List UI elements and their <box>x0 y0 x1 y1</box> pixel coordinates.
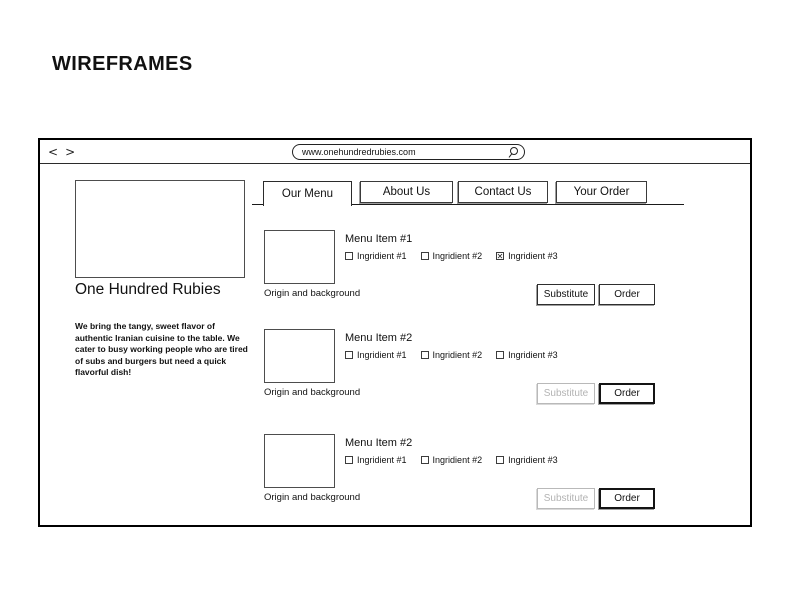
tab-label: Our Menu <box>281 188 334 200</box>
menu-item-row: Menu Item #1 Ingridient #1 Ingridient #2… <box>264 230 696 312</box>
ingredient-list: Ingridient #1 Ingridient #2 Ingridient #… <box>345 455 558 465</box>
item-caption: Origin and background <box>264 387 361 398</box>
checkbox-icon[interactable] <box>345 456 353 464</box>
ingredient-option[interactable]: Ingridient #3 <box>496 251 558 261</box>
menu-item-title: Menu Item #1 <box>345 233 413 245</box>
checkbox-icon[interactable] <box>496 456 505 464</box>
browser-window: < > One Hundred Rubies We bring the tang… <box>38 138 752 527</box>
ingredient-label: Ingridient #1 <box>357 455 407 465</box>
url-bar[interactable] <box>292 144 525 160</box>
search-icon[interactable] <box>509 146 518 158</box>
ingredient-label: Ingridient #2 <box>432 251 483 261</box>
tab-label: Contact Us <box>474 186 532 198</box>
menu-item-image-placeholder <box>264 230 335 284</box>
tab-our-menu[interactable]: Our Menu <box>263 181 352 206</box>
item-caption: Origin and background <box>264 288 361 299</box>
tab-your-order[interactable]: Your Order <box>556 181 647 203</box>
ingredient-label: Ingridient #2 <box>432 455 483 465</box>
menu-item-image-placeholder <box>264 434 335 488</box>
ingredient-list: Ingridient #1 Ingridient #2 Ingridient #… <box>345 350 558 360</box>
nav-arrows: < > <box>48 140 75 164</box>
brand-description: We bring the tangy, sweet flavor of auth… <box>75 321 248 377</box>
ingredient-label: Ingridient #2 <box>432 350 483 360</box>
ingredient-list: Ingridient #1 Ingridient #2 Ingridient #… <box>345 251 558 261</box>
menu-item-title: Menu Item #2 <box>345 437 413 449</box>
menu-item-title: Menu Item #2 <box>345 332 413 344</box>
checkbox-icon[interactable] <box>345 252 353 260</box>
ingredient-option[interactable]: Ingridient #3 <box>496 455 558 465</box>
item-caption: Origin and background <box>264 492 361 503</box>
checkbox-icon[interactable] <box>345 351 353 359</box>
substitute-button[interactable]: Substitute <box>537 383 595 404</box>
ingredient-option[interactable]: Ingridient #1 <box>345 251 407 261</box>
tabs-underline <box>252 204 684 205</box>
order-button[interactable]: Order <box>599 488 655 509</box>
ingredient-option[interactable]: Ingridient #2 <box>420 455 483 465</box>
ingredient-label: Ingridient #1 <box>357 350 407 360</box>
url-input[interactable] <box>302 146 509 158</box>
ingredient-option[interactable]: Ingridient #2 <box>420 251 483 261</box>
menu-item-row: Menu Item #2 Ingridient #1 Ingridient #2… <box>264 329 696 411</box>
order-button[interactable]: Order <box>599 284 655 305</box>
ingredient-option[interactable]: Ingridient #2 <box>420 350 483 360</box>
ingredient-label: Ingridient #3 <box>508 455 558 465</box>
checkbox-icon[interactable] <box>420 351 429 359</box>
logo-placeholder <box>75 180 245 278</box>
tab-label: Your Order <box>573 186 630 198</box>
browser-toolbar: < > <box>40 140 750 164</box>
menu-item-image-placeholder <box>264 329 335 383</box>
substitute-button[interactable]: Substitute <box>537 488 595 509</box>
checkbox-icon[interactable] <box>496 252 505 261</box>
tab-contact-us[interactable]: Contact Us <box>458 181 548 203</box>
brand-name: One Hundred Rubies <box>75 281 221 298</box>
tab-label: About Us <box>382 186 431 198</box>
page-title: WIREFRAMES <box>52 53 193 75</box>
forward-icon[interactable]: > <box>65 145 76 159</box>
ingredient-option[interactable]: Ingridient #1 <box>345 350 407 360</box>
ingredient-label: Ingridient #3 <box>508 350 558 360</box>
menu-item-row: Menu Item #2 Ingridient #1 Ingridient #2… <box>264 434 696 516</box>
tab-about-us[interactable]: About Us <box>360 181 453 203</box>
substitute-button[interactable]: Substitute <box>537 284 595 305</box>
ingredient-option[interactable]: Ingridient #1 <box>345 455 407 465</box>
ingredient-option[interactable]: Ingridient #3 <box>496 350 558 360</box>
ingredient-label: Ingridient #1 <box>357 251 407 261</box>
ingredient-label: Ingridient #3 <box>508 251 558 261</box>
checkbox-icon[interactable] <box>496 351 505 359</box>
checkbox-icon[interactable] <box>420 456 429 464</box>
checkbox-icon[interactable] <box>420 252 429 260</box>
back-icon[interactable]: < <box>48 145 59 159</box>
order-button[interactable]: Order <box>599 383 655 404</box>
